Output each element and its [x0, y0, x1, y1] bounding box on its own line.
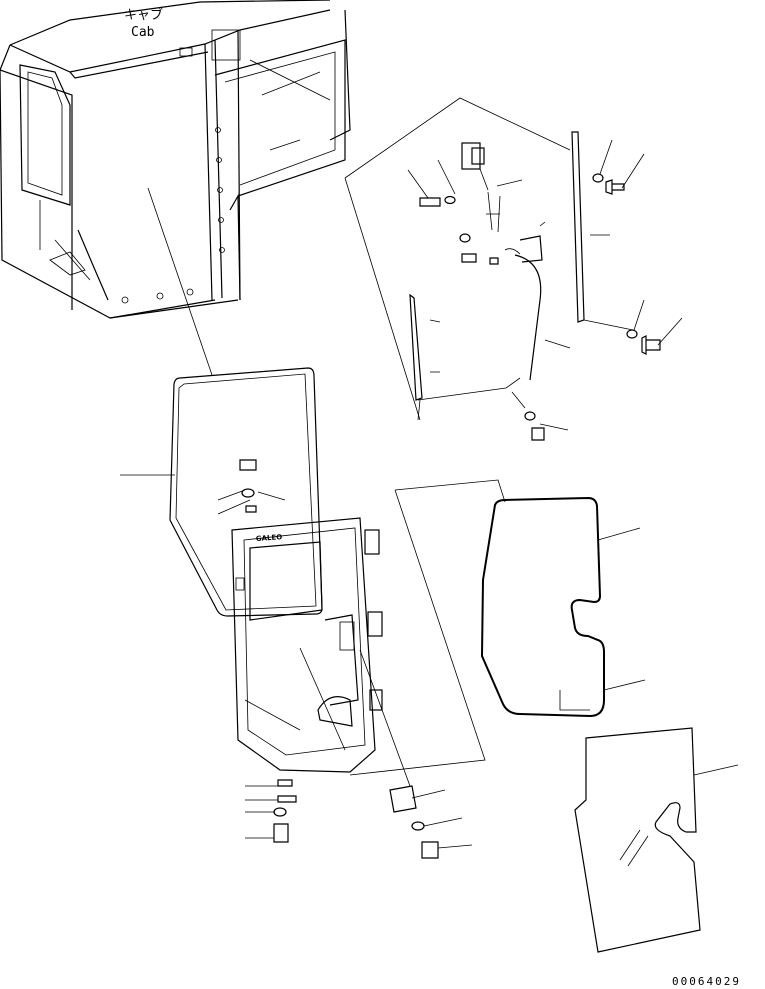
- door-frame: GALEO: [231, 517, 383, 773]
- document-number: 00064029: [672, 975, 741, 988]
- door-glass-lower: [574, 727, 701, 953]
- callout-leaders: [120, 139, 739, 849]
- door-glass-upper: [169, 367, 323, 617]
- glass-bracket-outline: [349, 479, 506, 776]
- cab-label-en: Cab: [131, 25, 155, 40]
- door-glass-middle: [480, 496, 605, 718]
- door-brand-label: GALEO: [256, 533, 283, 543]
- cab-frame: [0, 0, 351, 319]
- wiper-assembly: [344, 97, 610, 431]
